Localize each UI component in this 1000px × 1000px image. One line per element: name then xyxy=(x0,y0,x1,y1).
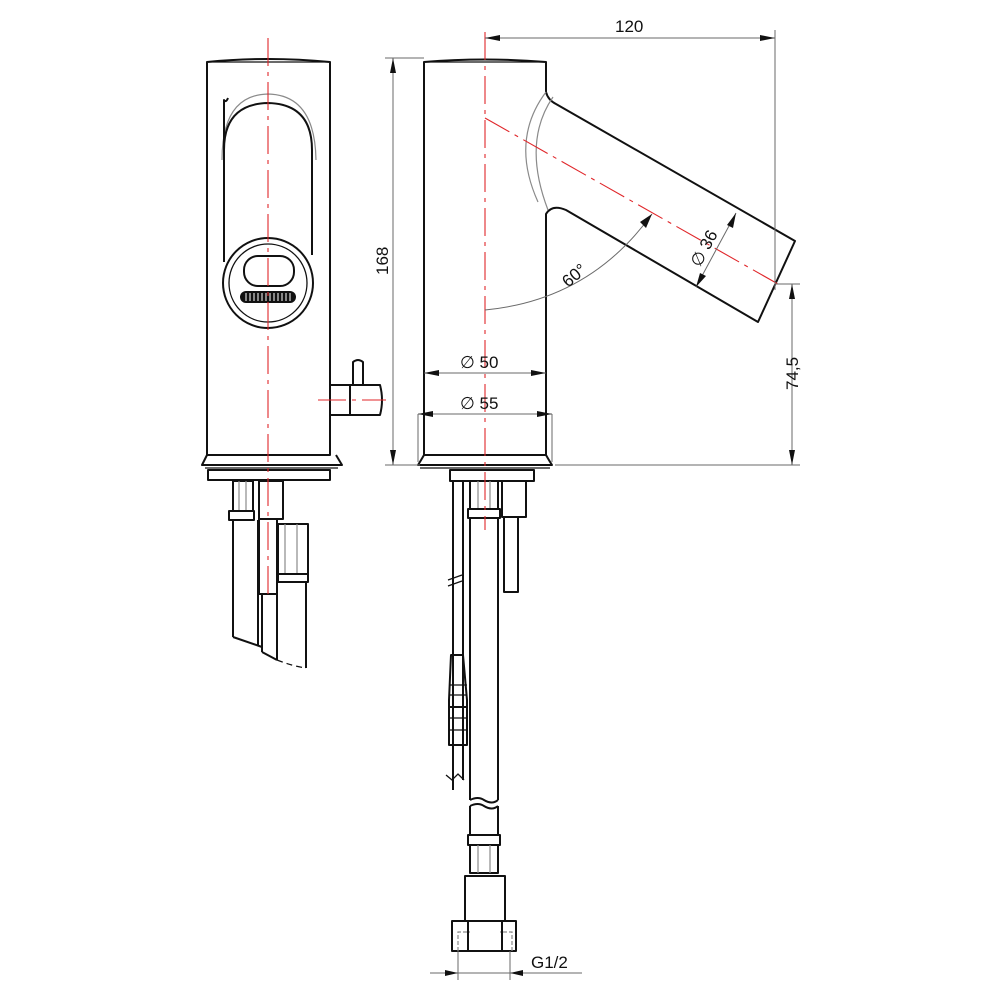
break-mark xyxy=(445,773,465,781)
spout-transition-outer xyxy=(525,91,547,203)
dim-height-label: 168 xyxy=(373,247,392,275)
dim-body-diameter-label: ∅ 50 xyxy=(460,353,498,372)
front-mounting-plate xyxy=(207,469,331,481)
temperature-valve xyxy=(329,384,383,416)
dim-base-diameter-label: ∅ 55 xyxy=(460,394,498,413)
dimension-lines xyxy=(385,30,800,980)
front-supply-hoses xyxy=(228,480,309,669)
break-mark xyxy=(447,574,463,587)
side-supply-hoses xyxy=(445,480,527,952)
sensor-window xyxy=(243,255,295,287)
dim-reach-label: 120 xyxy=(615,17,643,36)
spout-transition-inner xyxy=(535,96,554,211)
cable-connector xyxy=(448,654,468,746)
valve-knob xyxy=(352,359,364,385)
spout-centerline xyxy=(484,117,779,285)
dim-thread-label: G1/2 xyxy=(531,953,568,972)
side-mounting-plate xyxy=(449,469,535,482)
dim-angle-label: 60° xyxy=(558,260,590,291)
front-body-outline xyxy=(206,58,331,456)
side-body-outline xyxy=(423,58,796,456)
front-base-flange xyxy=(201,454,343,466)
dim-outlet-height-label: 74,5 xyxy=(783,357,802,390)
side-view xyxy=(417,32,796,952)
connection-nut xyxy=(451,920,517,952)
connection-nut-stem xyxy=(464,875,506,922)
front-view xyxy=(201,38,386,669)
